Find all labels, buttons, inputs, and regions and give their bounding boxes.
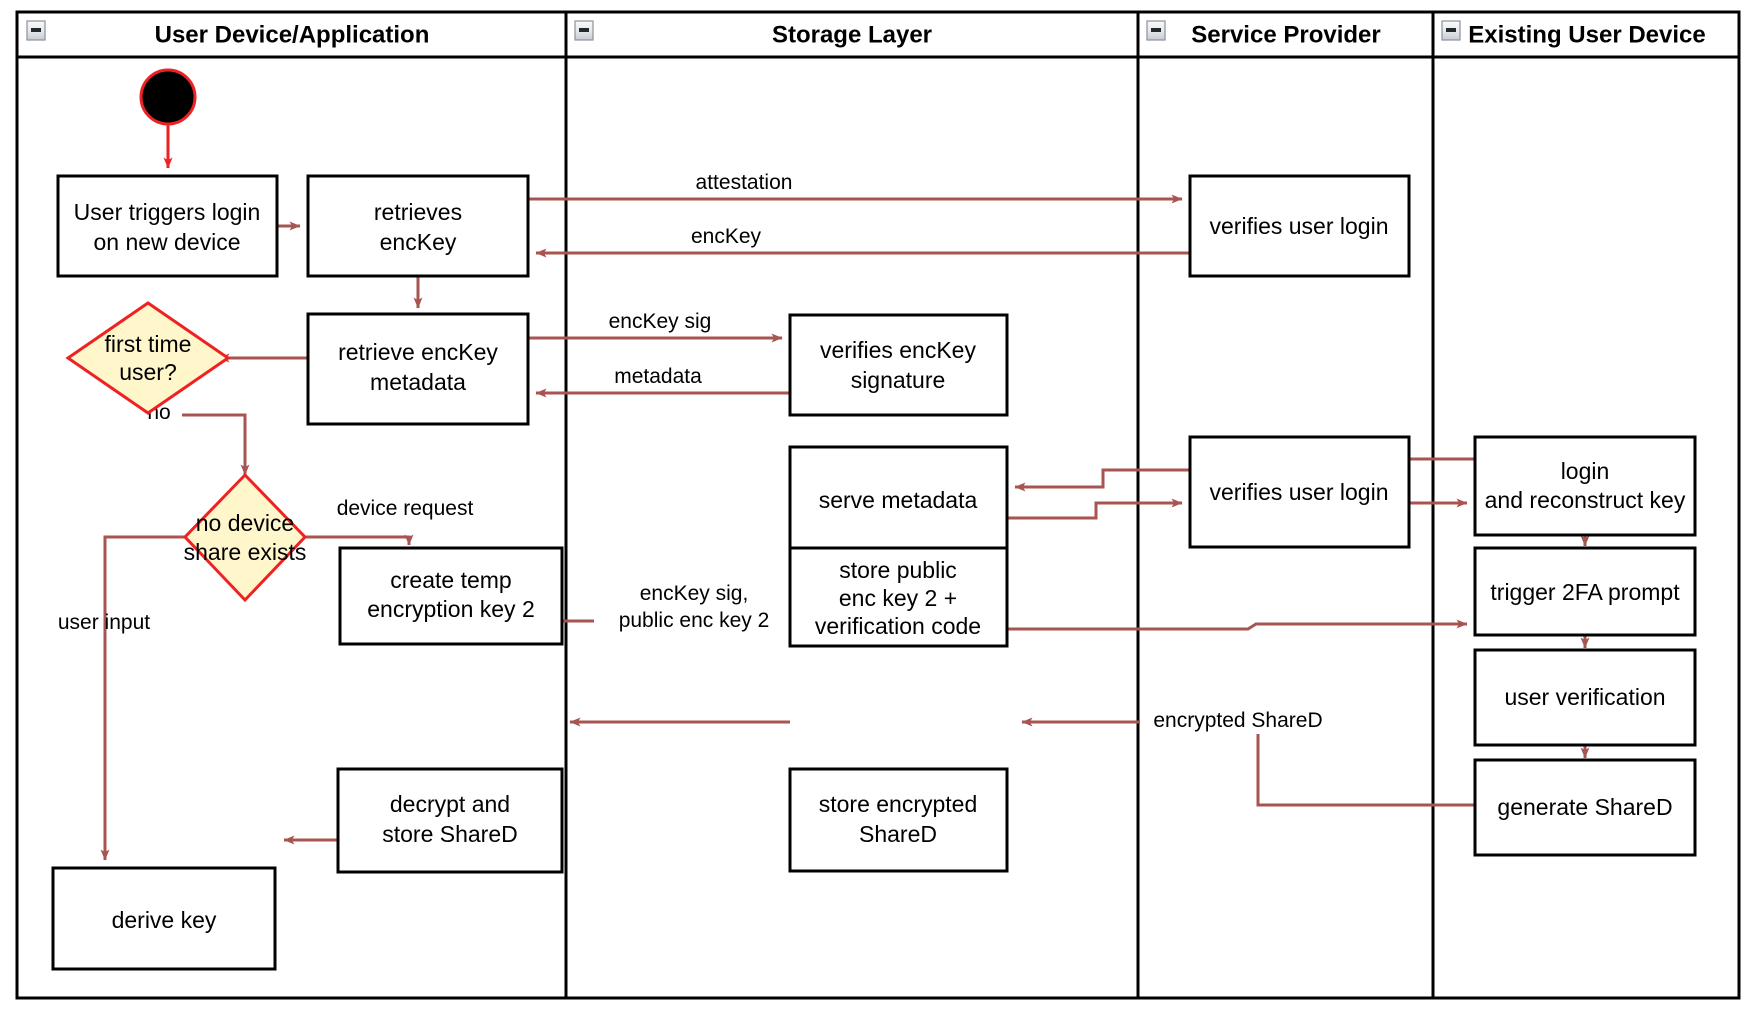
activity-generate-shared[interactable]: generate ShareD — [1473, 758, 1697, 857]
collapse-minus-icon-existing-device[interactable] — [1441, 20, 1461, 41]
edge-user-input — [100, 535, 185, 861]
decision-label-line2: user? — [119, 359, 177, 385]
edge-label-bg-encrypted-shared — [1140, 708, 1338, 734]
activity-label-line2: on new device — [93, 229, 240, 255]
activity-label-line2: ShareD — [859, 821, 937, 847]
activity-verifies-user-login-middle[interactable]: verifies user login — [1188, 435, 1411, 549]
edge-label-user-input: user input — [58, 611, 150, 634]
edge-label-bg-attestation — [676, 170, 812, 196]
lane-title-user-device: User Device/Application — [155, 21, 430, 48]
collapse-minus-icon-storage[interactable] — [574, 20, 594, 41]
collapse-minus-icon-user-device[interactable] — [26, 20, 46, 41]
decision-label-line1: no device — [196, 510, 294, 536]
edge-label-bg-device-request — [318, 496, 488, 522]
activity-label-line1: generate ShareD — [1497, 794, 1672, 820]
lane-title-storage: Storage Layer — [772, 21, 932, 48]
lane-title-service-provider: Service Provider — [1191, 21, 1380, 48]
activity-label-line1: login — [1561, 458, 1610, 484]
lane-title-existing-device: Existing User Device — [1468, 21, 1705, 48]
activity-serve-metadata[interactable]: serve metadata — [788, 445, 1009, 554]
activity-label-line2: store ShareD — [382, 821, 518, 847]
activity-label-line1: retrieve encKey — [338, 339, 498, 365]
swimlane-frame — [15, 10, 1741, 1000]
edge-label-bg-enckey — [678, 224, 774, 250]
activity-label-line2: encKey — [380, 229, 457, 255]
edge-label-device-request: device request — [337, 497, 474, 520]
decision-no-device-share-exists[interactable]: no device share exists — [182, 472, 308, 603]
edge-label-encrypted-shared: encrypted ShareD — [1153, 709, 1322, 732]
activity-decrypt-and-store-shared[interactable]: decrypt and store ShareD — [336, 767, 564, 874]
edge-serve-metadata-to-provider — [1007, 498, 1183, 520]
edge-device-request — [305, 534, 414, 546]
activity-label-line3: verification code — [815, 613, 981, 639]
activity-label-line1: User triggers login — [74, 199, 261, 225]
activity-label-line1: derive key — [112, 907, 217, 933]
activity-create-temp-encryption-key-2[interactable]: create temp encryption key 2 — [338, 546, 564, 646]
edge-store-pub-to-2fa — [1007, 619, 1468, 631]
edge-label-bg-sig-pub2 — [594, 570, 794, 626]
activity-label-line1: retrieves — [374, 199, 462, 225]
activity-label-line2: enc key 2 + — [839, 585, 957, 611]
activity-verifies-enckey-signature[interactable]: verifies encKey signature — [788, 313, 1009, 417]
initial-node — [139, 68, 197, 126]
edge-label-bg-enckey-sig — [597, 309, 723, 335]
edge-label-enckey-sig-pub2-line1: encKey sig, — [640, 582, 749, 605]
activity-derive-key[interactable]: derive key — [51, 866, 277, 971]
activity-user-triggers-login[interactable]: User triggers login on new device — [56, 174, 279, 278]
activity-label-line1: verifies user login — [1210, 213, 1389, 239]
activity-store-public-enc-key-2[interactable]: store public enc key 2 + verification co… — [788, 546, 1009, 648]
edge-label-enckey: encKey — [691, 225, 762, 248]
edge-provider-to-serve-metadata — [1014, 468, 1190, 492]
activity-label-line1: verifies user login — [1210, 479, 1389, 505]
decision-label-line1: first time — [105, 331, 192, 357]
activity-store-encrypted-shared[interactable]: store encrypted ShareD — [788, 767, 1009, 873]
edge-label-attestation: attestation — [696, 171, 793, 194]
activity-label-line1: user verification — [1504, 684, 1665, 710]
decision-first-time-user[interactable]: first time user? — [65, 301, 231, 415]
activity-trigger-2fa-prompt[interactable]: trigger 2FA prompt — [1473, 546, 1697, 637]
edge-label-bg-metadata — [598, 364, 718, 390]
activity-label-line1: store encrypted — [819, 791, 978, 817]
collapse-minus-icon-service-provider[interactable] — [1146, 20, 1166, 41]
activity-label-line2: signature — [851, 367, 946, 393]
activity-label-line1: store public — [839, 557, 957, 583]
edge-encrypted-shared — [1021, 717, 1475, 807]
edge-label-enckey-sig: encKey sig — [609, 310, 712, 333]
decision-label-line2: share exists — [184, 539, 307, 565]
edge-label-enckey-sig-pub2-line2: public enc key 2 — [619, 609, 770, 632]
activity-label-line2: metadata — [370, 369, 466, 395]
edge-label-metadata: metadata — [614, 365, 702, 388]
activity-login-and-reconstruct-key[interactable]: login and reconstruct key — [1473, 435, 1697, 537]
activity-verifies-user-login-top[interactable]: verifies user login — [1188, 174, 1411, 278]
activity-label-line1: verifies encKey — [820, 337, 976, 363]
activity-label-line2: encryption key 2 — [367, 596, 534, 622]
activity-retrieve-enckey-metadata[interactable]: retrieve encKey metadata — [306, 312, 530, 426]
activity-retrieves-enckey[interactable]: retrieves encKey — [306, 174, 530, 278]
activity-label-line1: serve metadata — [819, 487, 978, 513]
activity-label-line1: create temp — [390, 567, 511, 593]
activity-user-verification[interactable]: user verification — [1473, 648, 1697, 747]
activity-label-line2: and reconstruct key — [1485, 487, 1686, 513]
activity-label-line1: trigger 2FA prompt — [1490, 579, 1680, 605]
activity-label-line1: decrypt and — [390, 791, 510, 817]
